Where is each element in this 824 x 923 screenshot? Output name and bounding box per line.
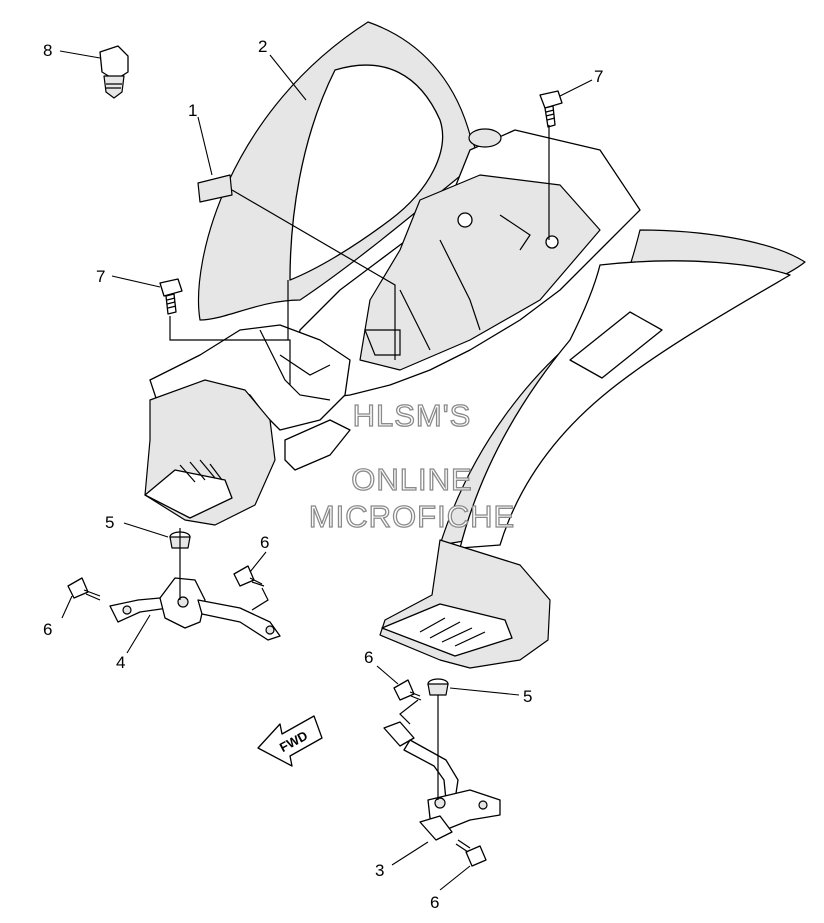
plastic-rivet — [99, 45, 129, 99]
callout-3: 3 — [375, 861, 384, 880]
callout-4: 4 — [116, 653, 125, 672]
watermark: HLSM'S ONLINE MICROFICHE — [308, 397, 515, 534]
screw-6-left-b — [233, 565, 265, 587]
screw-6-right-b — [455, 839, 487, 867]
callout-leaders — [59, 50, 593, 891]
fender-front-flap-inner — [289, 64, 444, 281]
fender-tub-recess — [359, 174, 601, 371]
fwd-arrow: FWD — [257, 715, 323, 767]
rear-fender — [144, 21, 806, 669]
callout-6-right-b: 6 — [430, 893, 439, 912]
watermark-line2: ONLINE — [351, 462, 472, 497]
stay-4-left — [109, 577, 281, 641]
assembly-lines — [169, 125, 550, 800]
bolt-7-left — [159, 278, 183, 315]
watermark-line3: MICROFICHE — [309, 499, 515, 534]
screw-6-right-a — [393, 679, 422, 701]
fender-plate — [569, 311, 663, 379]
callout-6-left-a: 6 — [43, 620, 52, 639]
bolt-7-right — [539, 90, 563, 128]
label-decal — [197, 174, 233, 203]
screw-6-left-a — [67, 577, 101, 601]
callout-6-right-a: 6 — [364, 648, 373, 667]
callout-8: 8 — [43, 41, 52, 60]
stay-3-right — [383, 721, 501, 841]
callout-7-left: 7 — [96, 267, 105, 286]
callout-1: 1 — [188, 101, 197, 120]
grommet-5-right — [427, 678, 449, 696]
callout-5-left: 5 — [105, 513, 114, 532]
watermark-line1: HLSM'S — [353, 398, 472, 433]
callout-7-right: 7 — [594, 67, 603, 86]
callout-5-right: 5 — [523, 687, 532, 706]
callout-2: 2 — [258, 37, 267, 56]
callout-6-left-b: 6 — [260, 533, 269, 552]
